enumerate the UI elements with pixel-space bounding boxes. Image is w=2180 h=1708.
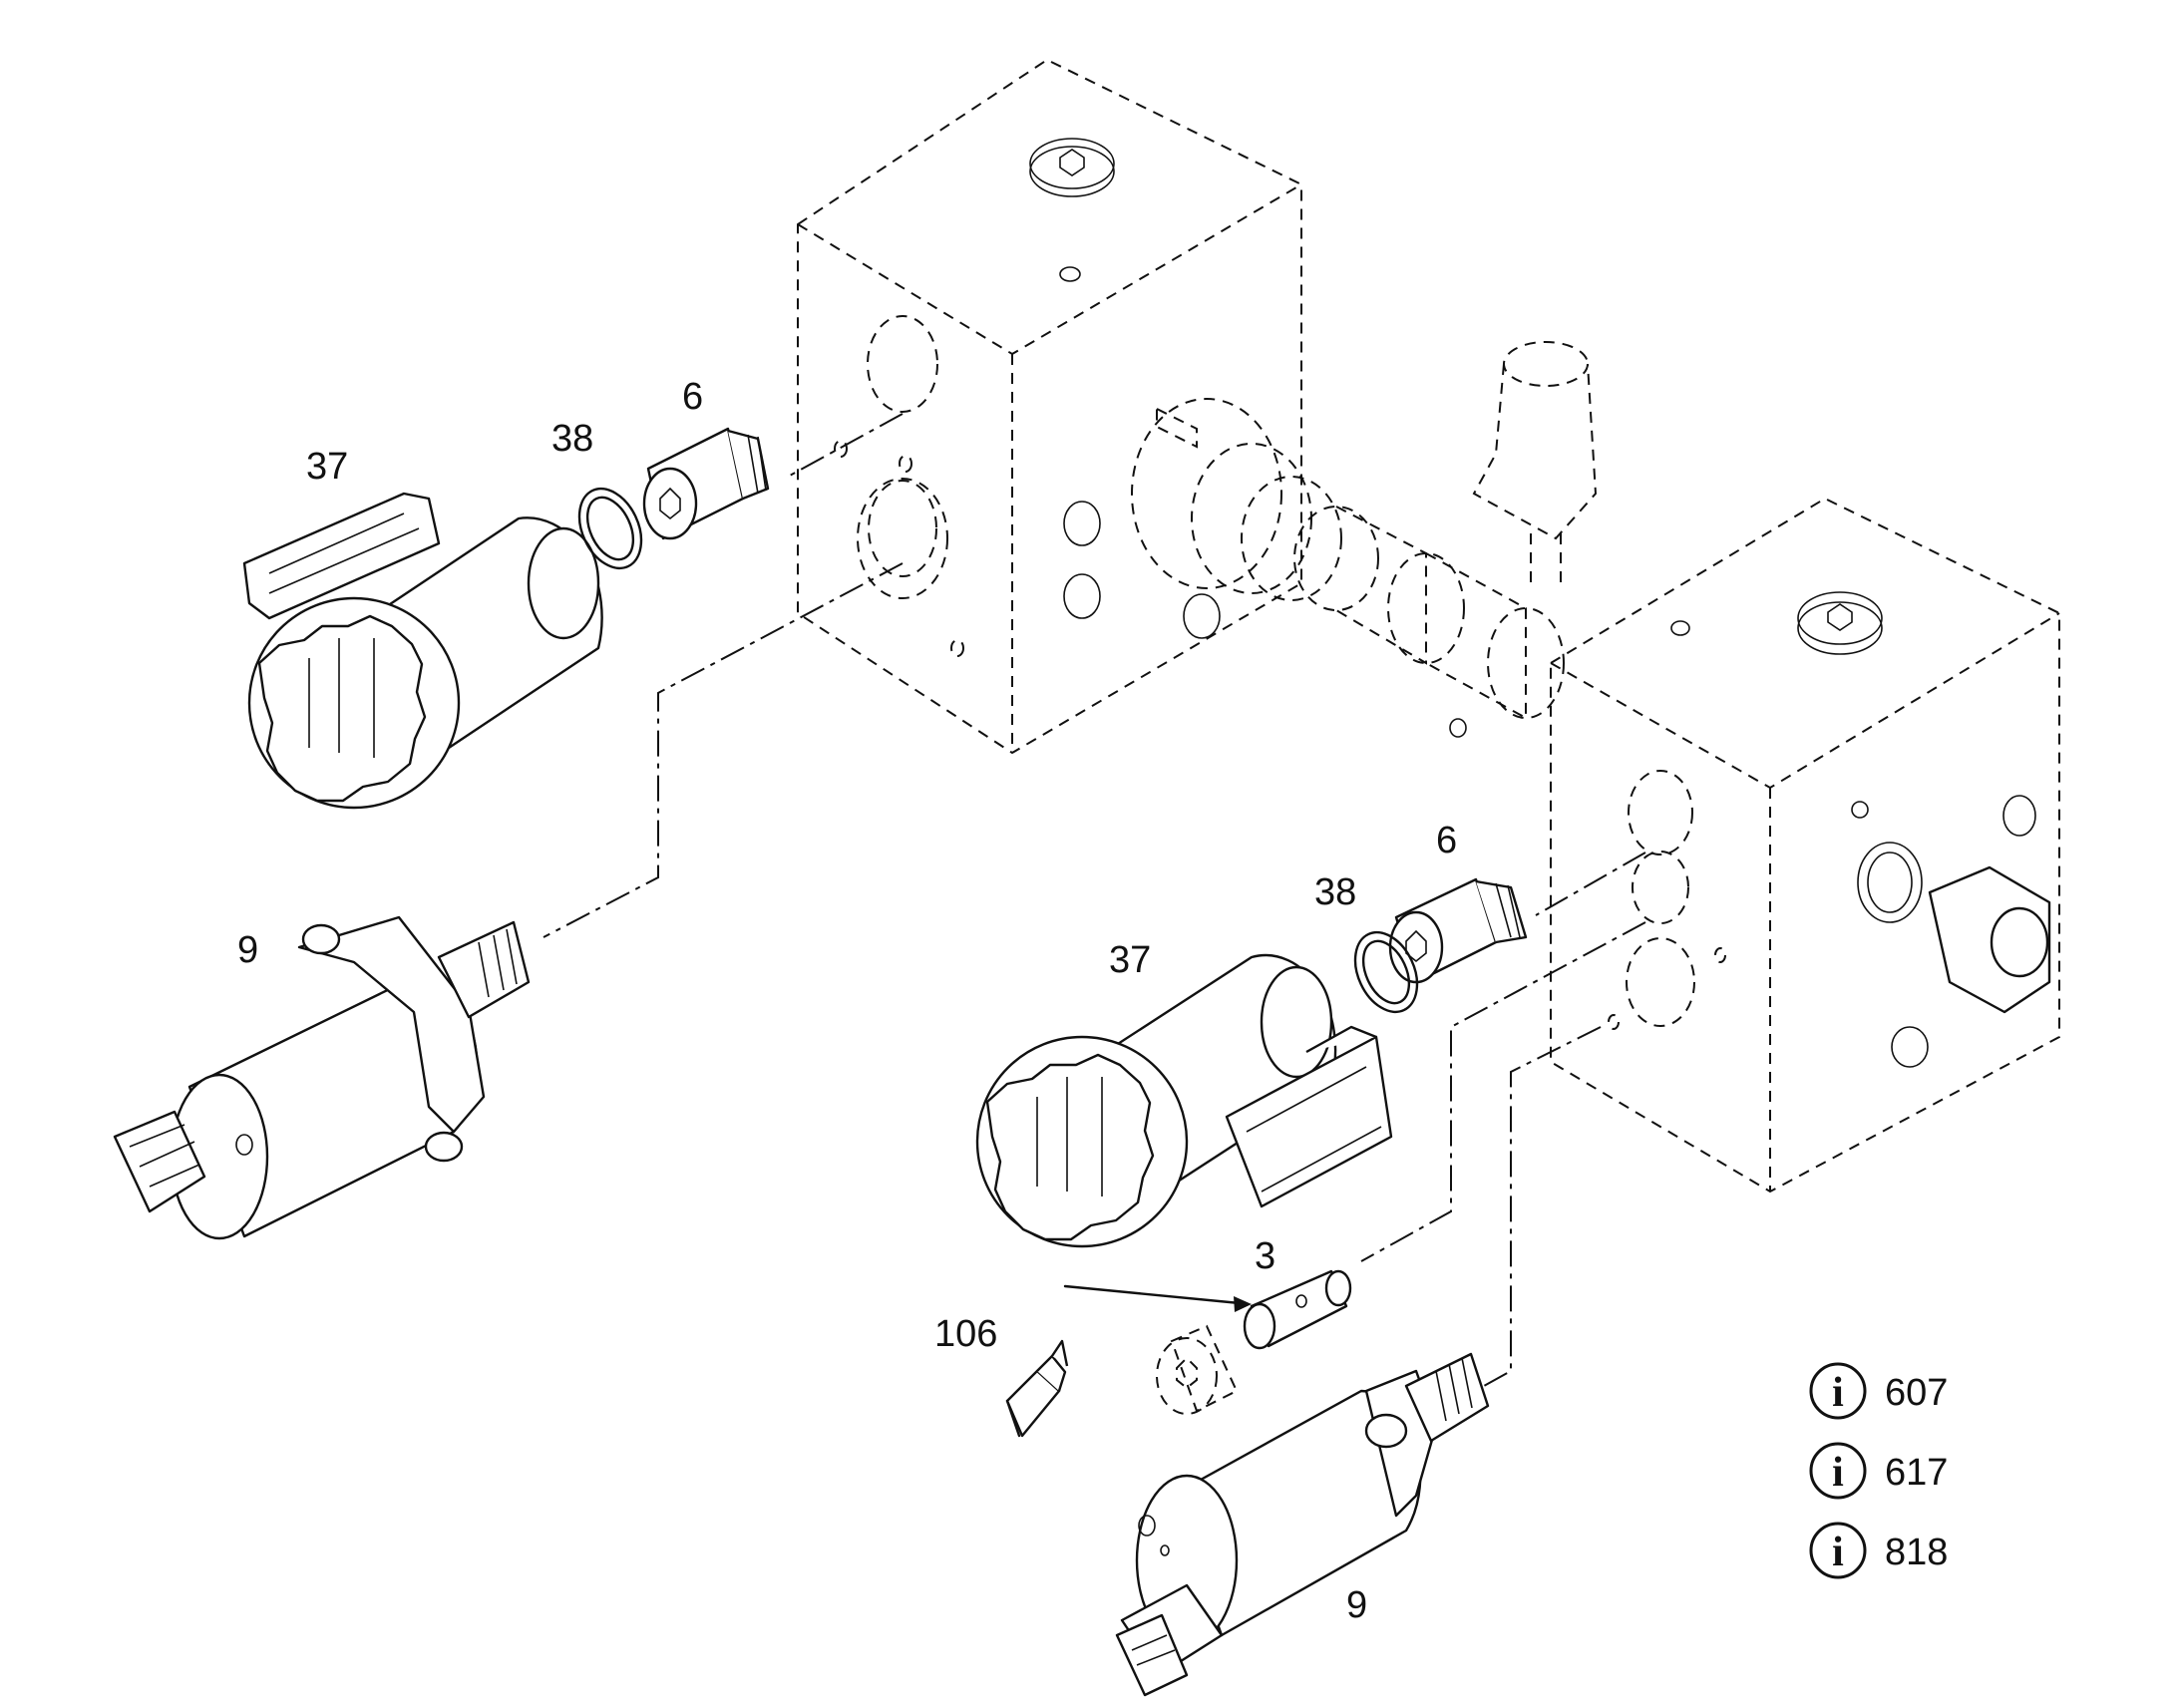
part-38-o-ring-top [577,487,643,570]
callout-38-mid: 38 [1314,871,1356,913]
callout-38-top: 38 [551,418,593,460]
part-9-solenoid-valve-bottom [1115,1352,1490,1697]
central-connector-assembly [1131,341,1598,738]
part-37-solenoid-coil-mid [975,953,1393,1248]
callout-106: 106 [934,1313,997,1355]
info-reference-list: i 607 i 617 i 818 [1809,1362,1948,1579]
info-icon [1809,1362,1867,1420]
part-3-valve-insert [1243,1269,1352,1350]
callout-6-mid: 6 [1436,820,1457,861]
callout-3: 3 [1255,1235,1275,1277]
part-6-valve-cartridge-mid [1388,877,1528,984]
part-38-o-ring-mid [1353,930,1419,1014]
left-valve-block [797,58,1302,755]
svg-text:i: i [1832,1530,1844,1575]
callout-9-bottom: 9 [1346,1584,1367,1626]
callout-labels: 37 38 6 9 37 38 6 3 106 9 [237,376,1457,1626]
callout-9-left: 9 [237,929,258,971]
part-9-solenoid-valve-left [113,915,531,1240]
callout-37-top: 37 [306,446,348,488]
centre-lines [543,413,1646,1397]
plug-screw [1156,1324,1239,1415]
info-ref-number: 818 [1885,1532,1948,1573]
info-ref-818[interactable]: i 818 [1809,1522,1948,1579]
info-icon [1809,1442,1867,1500]
part-6-valve-cartridge-top [642,427,770,540]
info-ref-number: 617 [1885,1452,1948,1494]
callout-6-top: 6 [682,376,703,418]
info-ref-number: 607 [1885,1372,1948,1414]
info-ref-607[interactable]: i 607 [1809,1362,1948,1420]
info-icon [1809,1522,1867,1579]
info-ref-617[interactable]: i 617 [1809,1442,1948,1500]
part-37-solenoid-coil-top [242,492,603,810]
callout-37-mid: 37 [1109,939,1151,981]
right-valve-block [1550,497,2060,1194]
svg-text:i: i [1832,1370,1844,1416]
part-106-sealant-tube [1005,1284,1252,1438]
svg-text:i: i [1832,1450,1844,1496]
